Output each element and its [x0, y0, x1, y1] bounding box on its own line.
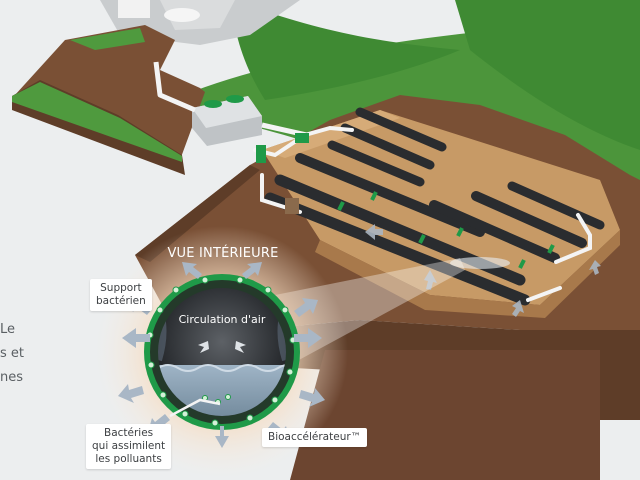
support-label-line-2: bactérien [96, 295, 146, 307]
side-text-line-2: s et [0, 346, 25, 361]
air-circulation-label: Circulation d'air [178, 313, 266, 326]
distribution-pipes [253, 107, 605, 306]
bacteria-label-line-1: Bactéries [104, 427, 154, 439]
bacteria-label-line-2: qui assimilent [92, 440, 166, 452]
view-title: VUE INTÉRIEURE [167, 246, 279, 261]
bioaccelerator-label: Bioaccélérateur™ [262, 428, 368, 447]
air-arrows-halo [118, 262, 325, 448]
air-arrows-field [365, 224, 601, 317]
bacteria-label: Bactéries qui assimilent les polluants [86, 424, 172, 469]
support-label: Support bactérien [90, 279, 152, 311]
side-text-line-3: nes [0, 370, 24, 385]
side-text-line-1: Le [0, 322, 16, 337]
interior-view [96, 226, 348, 478]
bacteria-label-line-3: les polluants [95, 453, 162, 465]
support-label-line-1: Support [100, 282, 142, 294]
